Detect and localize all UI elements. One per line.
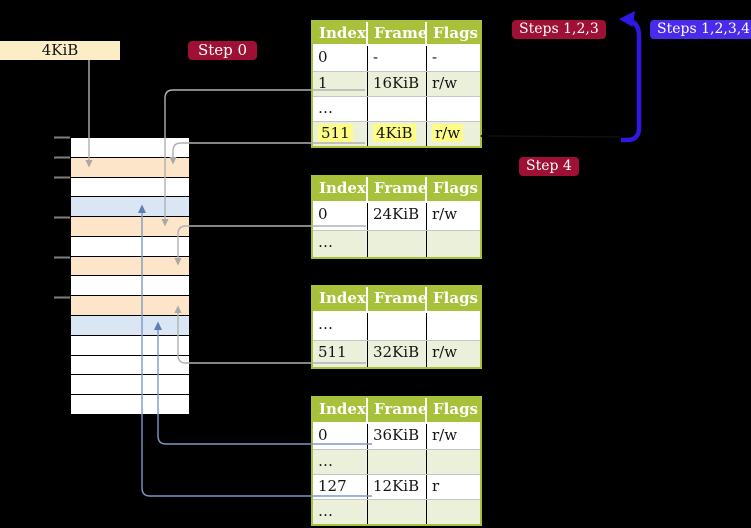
table-cell: 511 — [313, 341, 368, 367]
table-cell: 1 — [313, 72, 368, 96]
page-size-label: 4KiB — [0, 41, 120, 60]
table-row: … — [313, 499, 480, 524]
recursive-loop-arrow — [621, 18, 642, 143]
memory-row — [71, 235, 189, 256]
table-header-row: Index Frame Flags — [313, 287, 480, 313]
column-header-frame: Frame — [368, 398, 427, 422]
table-row: 127 12KiB r — [313, 474, 480, 499]
highlight: 511 — [318, 124, 353, 142]
table-cell: 0 — [313, 424, 368, 449]
table-cell — [427, 97, 480, 121]
table-header-row: Index Frame Flags — [313, 398, 480, 424]
black-line-to-entry511 — [487, 135, 621, 138]
table-cell: … — [313, 231, 368, 257]
table-cell: 32KiB — [368, 341, 427, 367]
badge-step-0: Step 0 — [188, 41, 258, 60]
memory-row — [71, 196, 189, 217]
table-cell: 16KiB — [368, 72, 427, 96]
memory-row — [71, 334, 189, 355]
memory-row — [71, 295, 189, 316]
table-cell — [368, 500, 427, 524]
table-cell: r/w — [432, 343, 458, 361]
table-cell: 24KiB — [368, 203, 427, 230]
table-row: 1 16KiB r/w — [313, 71, 480, 96]
memory-row — [71, 374, 189, 395]
table-row: … — [313, 96, 480, 121]
memory-column — [70, 137, 190, 415]
table-cell: - — [368, 46, 427, 71]
memory-row — [71, 315, 189, 335]
column-header-index: Index — [313, 398, 368, 422]
highlight: 4KiB — [373, 124, 416, 142]
badge-steps-1-2-3-4: Steps 1,2,3,4 — [650, 20, 751, 39]
table-cell: r — [432, 477, 440, 495]
table-cell — [368, 313, 427, 340]
table-cell: 4KiB — [368, 122, 427, 146]
column-header-index: Index — [313, 22, 368, 44]
badge-step-4: Step 4 — [519, 157, 579, 176]
table-cell: 511 — [313, 122, 368, 146]
column-header-flags: Flags — [433, 179, 478, 197]
table-cell — [427, 313, 480, 340]
memory-row — [71, 176, 189, 197]
table-cell — [368, 450, 427, 474]
table-cell — [368, 97, 427, 121]
table-cell: r/w — [432, 74, 458, 92]
table-cell: - — [432, 48, 438, 66]
memory-row — [71, 138, 189, 157]
table-cell: r/w — [432, 205, 458, 223]
column-header-frame: Frame — [368, 177, 427, 201]
column-header-frame: Frame — [368, 287, 427, 311]
table-row: … — [313, 230, 480, 257]
table-row-highlighted: 511 4KiB r/w — [313, 121, 480, 146]
highlight: r/w — [432, 124, 464, 142]
memory-row — [71, 156, 189, 177]
column-header-flags: Flags — [433, 24, 478, 42]
column-header-index: Index — [313, 177, 368, 201]
column-header-flags: Flags — [433, 400, 478, 418]
table-cell — [427, 500, 480, 524]
page-table-2: Index Frame Flags 0 24KiB r/w … — [311, 175, 482, 259]
table-cell: … — [313, 97, 368, 121]
table-cell: r/w — [427, 122, 480, 146]
table-row: 0 36KiB r/w — [313, 424, 480, 449]
table-row: 0 - - — [313, 46, 480, 71]
table-header-row: Index Frame Flags — [313, 177, 480, 203]
table-row: 511 32KiB r/w — [313, 340, 480, 367]
table-cell — [368, 231, 427, 257]
table-row: … — [313, 449, 480, 474]
table-cell: r/w — [432, 426, 458, 444]
memory-row — [71, 394, 189, 414]
memory-row — [71, 216, 189, 236]
column-header-frame: Frame — [368, 22, 427, 44]
page-table-1: Index Frame Flags 0 - - 1 16KiB r/w … 51… — [311, 20, 482, 148]
memory-row — [71, 354, 189, 375]
table-cell: … — [313, 500, 368, 524]
table-cell: 127 — [313, 475, 368, 499]
table-cell: 36KiB — [368, 424, 427, 449]
memory-row — [71, 255, 189, 276]
column-header-flags: Flags — [433, 289, 478, 307]
page-table-3: Index Frame Flags … 511 32KiB r/w — [311, 285, 482, 369]
table-cell — [427, 450, 480, 474]
recursive-loop-arrowhead — [619, 11, 635, 27]
table-cell: 0 — [313, 203, 368, 230]
page-table-4: Index Frame Flags 0 36KiB r/w … 127 12Ki… — [311, 396, 482, 526]
column-header-index: Index — [313, 287, 368, 311]
table-cell: … — [313, 313, 368, 340]
badge-steps-1-2-3: Steps 1,2,3 — [512, 20, 606, 39]
memory-row — [71, 275, 189, 296]
table-row: 0 24KiB r/w — [313, 203, 480, 230]
table-cell: 12KiB — [368, 475, 427, 499]
table-header-row: Index Frame Flags — [313, 22, 480, 46]
table-cell: 0 — [313, 46, 368, 71]
table-cell: … — [313, 450, 368, 474]
table-row: … — [313, 313, 480, 340]
table-cell — [427, 231, 480, 257]
tick-marks — [54, 136, 70, 299]
